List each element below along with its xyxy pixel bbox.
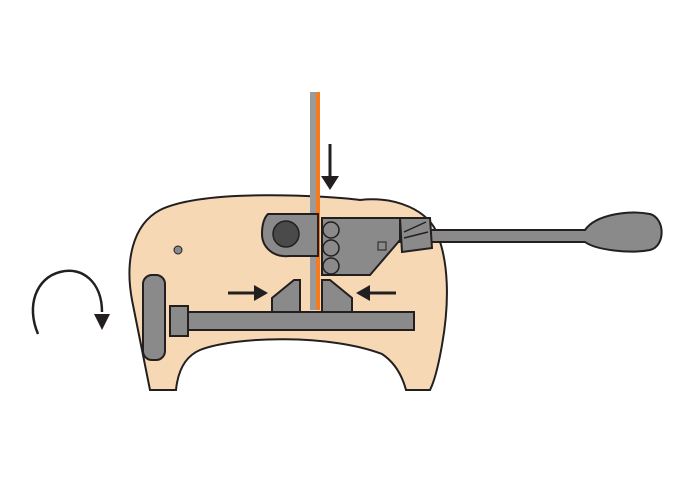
pivot-block	[260, 213, 319, 258]
roller-middle	[322, 239, 340, 257]
right-jaw	[321, 279, 353, 313]
screw-knob[interactable]	[142, 274, 166, 361]
rotation-arrow-icon	[31, 269, 110, 335]
clamp-screw-rod	[185, 311, 415, 331]
mounting-hole	[173, 245, 183, 255]
lever-link	[403, 221, 429, 239]
screw-collar	[169, 305, 189, 337]
roller-top	[322, 221, 340, 239]
wire-orange-strand	[316, 92, 320, 310]
right-arrow-icon	[228, 285, 268, 301]
plate-pin	[377, 241, 387, 251]
wire-grey-strand	[310, 92, 316, 310]
roller-bottom	[322, 257, 340, 275]
clamp-plate	[321, 217, 401, 276]
down-arrow-icon	[321, 144, 339, 190]
left-arrow-icon	[356, 285, 396, 301]
lever-handle[interactable]	[399, 211, 663, 253]
